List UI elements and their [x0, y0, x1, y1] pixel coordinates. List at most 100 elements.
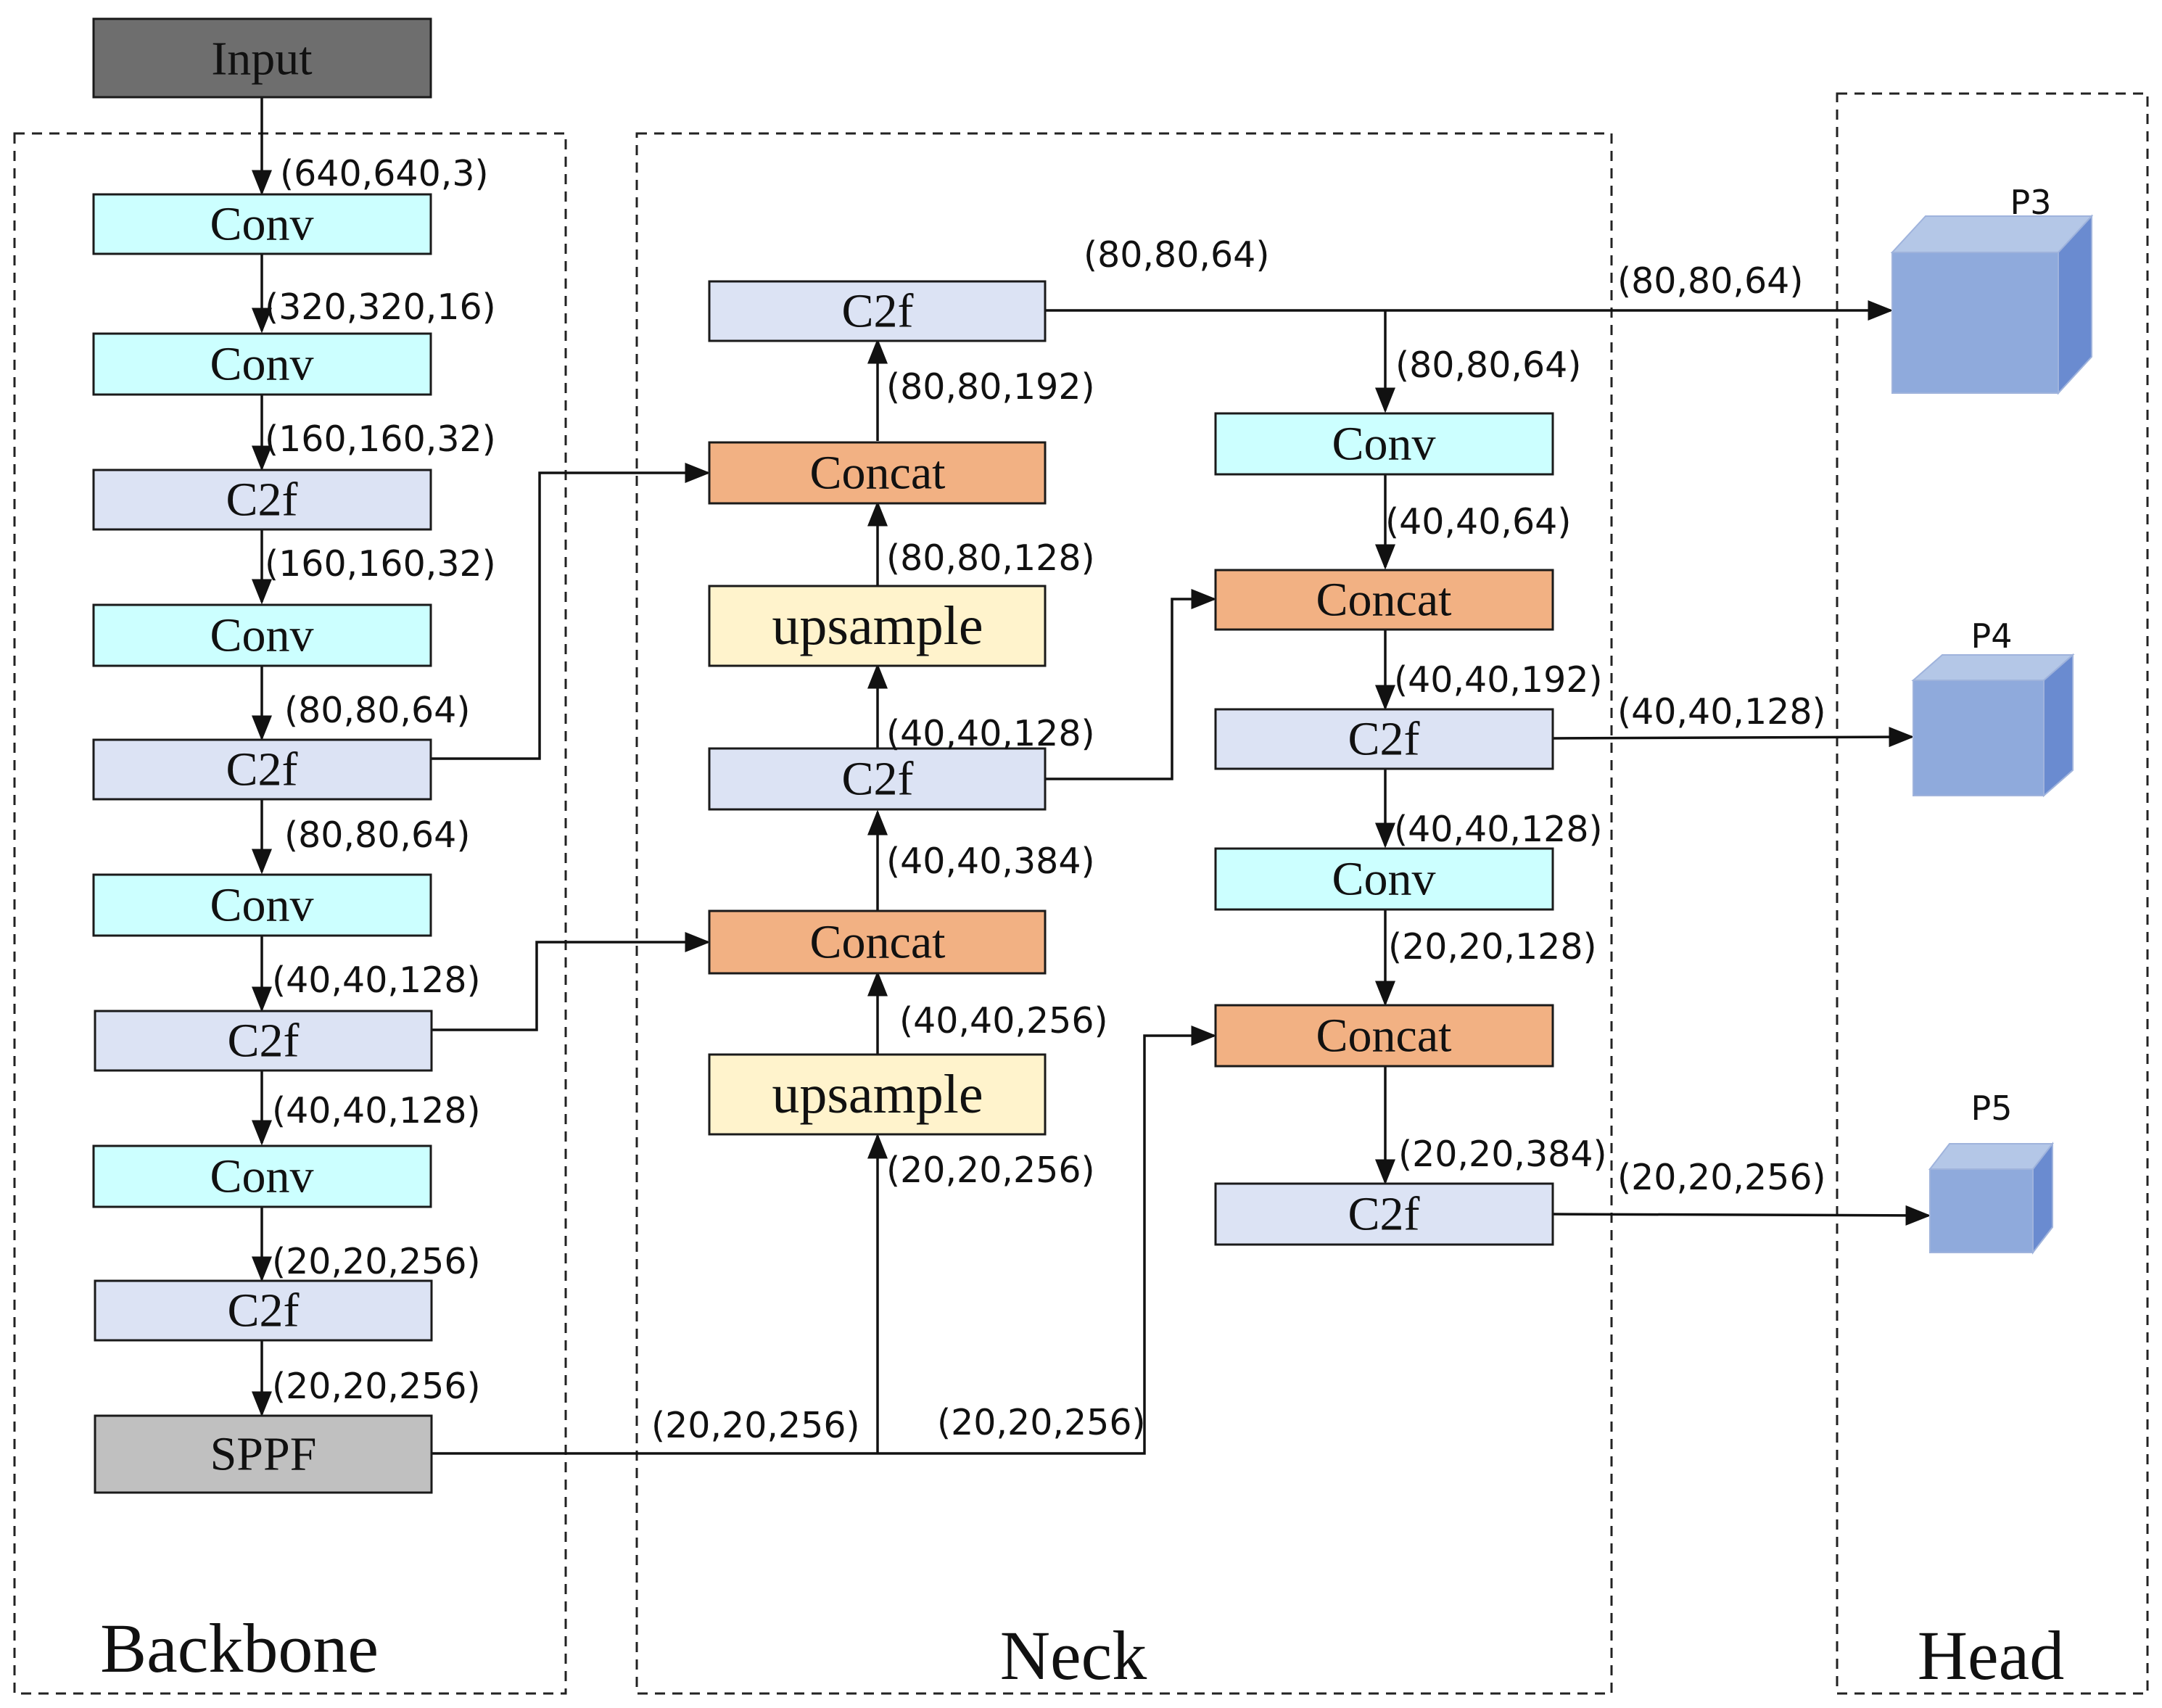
sppf-node: SPPF	[94, 1414, 433, 1494]
conv-node: Conv	[92, 332, 432, 396]
dim-label: (80,80,192)	[886, 366, 1095, 408]
edge-c2f2-concat1	[432, 463, 711, 760]
c2f-box	[94, 1279, 433, 1342]
conv-node: Conv	[1214, 412, 1554, 476]
dim-label: (80,80,64)	[284, 814, 470, 856]
c2f-box	[1214, 708, 1554, 770]
c2f-box	[708, 747, 1047, 811]
concat-node: Concat	[708, 909, 1047, 975]
concat-box	[708, 441, 1047, 505]
c2f-node: C2f	[94, 1279, 433, 1342]
conv-label: Conv	[210, 879, 313, 932]
c2f-label: C2f	[1348, 1188, 1420, 1241]
dim-label: (20,20,256)	[272, 1366, 481, 1407]
conv-box	[92, 873, 432, 937]
cube-front-face	[1913, 680, 2045, 796]
c2f-box	[92, 469, 432, 531]
dim-label: (20,20,256)	[651, 1405, 860, 1446]
conv-box	[1214, 412, 1554, 476]
edges	[252, 97, 1931, 1455]
conv-label: Conv	[210, 338, 313, 391]
concat-box	[708, 909, 1047, 975]
dim-label: (40,40,256)	[899, 1000, 1108, 1041]
head-region	[1836, 92, 2149, 1695]
dim-label: (80,80,64)	[284, 690, 470, 731]
head-outputs: P3 P4 P5	[1890, 183, 2094, 1255]
cube-front-face	[1929, 1168, 2034, 1253]
dim-label: (80,80,128)	[886, 537, 1095, 579]
dim-label: (20,20,384)	[1398, 1134, 1607, 1175]
conv-label: Conv	[210, 1150, 313, 1203]
upsample-box	[708, 585, 1047, 667]
c2f-box	[92, 738, 432, 801]
conv-box	[1214, 847, 1554, 911]
c2f-node: C2f	[708, 747, 1047, 811]
conv-label: Conv	[1332, 418, 1435, 471]
concat-label: Concat	[810, 916, 946, 969]
c2f-label: C2f	[842, 753, 914, 806]
dim-label: (20,20,256)	[1617, 1157, 1826, 1198]
p4-label: P4	[1971, 616, 2012, 656]
c2f-node: C2f	[94, 1010, 433, 1072]
c2f-label: C2f	[226, 474, 298, 527]
backbone-region	[13, 132, 567, 1695]
conv-node: Conv	[92, 193, 432, 255]
c2f-box	[1214, 1182, 1554, 1246]
backbone-label: Backbone	[100, 1609, 379, 1687]
dim-label: (40,40,384)	[886, 841, 1095, 882]
dim-label: (20,20,256)	[272, 1241, 481, 1282]
c2f-node: C2f	[1214, 1182, 1554, 1246]
backbone-nodes: Input Conv Conv C2f Conv C2f Conv C2f	[92, 17, 433, 1494]
input-node: Input	[92, 17, 432, 99]
cube-front-face	[1891, 252, 2059, 394]
concat-box	[1214, 569, 1554, 631]
concat-node: Concat	[708, 441, 1047, 505]
input-box	[92, 17, 432, 99]
conv-label: Conv	[210, 198, 313, 251]
edge-c2fmid-r-concat1	[1045, 589, 1217, 780]
region-frames	[13, 92, 2149, 1695]
head-label: Head	[1918, 1617, 2065, 1694]
dim-label: (40,40,128)	[886, 713, 1095, 754]
concat-node: Concat	[1214, 1004, 1554, 1068]
concat-label: Concat	[1316, 574, 1452, 627]
neck-label: Neck	[1000, 1617, 1147, 1694]
dim-label: (40,40,128)	[272, 960, 481, 1001]
dim-label: (40,40,128)	[272, 1090, 481, 1131]
conv-box	[92, 193, 432, 255]
c2f-node: C2f	[708, 280, 1047, 342]
conv-node: Conv	[92, 1144, 432, 1208]
cube-side-face	[2043, 653, 2074, 798]
dim-label: (80,80,64)	[1395, 345, 1581, 386]
concat-label: Concat	[810, 447, 946, 500]
p4-cube-icon	[1911, 653, 2075, 798]
edge-sppf-r-concat2	[878, 1026, 1217, 1455]
c2f-node: C2f	[1214, 708, 1554, 770]
c2f-label: C2f	[1348, 713, 1420, 766]
upsample-label: upsample	[772, 595, 983, 656]
c2f-node: C2f	[92, 738, 432, 801]
dim-label: (160,160,32)	[265, 543, 496, 585]
dim-label: (20,20,256)	[886, 1150, 1095, 1191]
dim-label: (80,80,64)	[1084, 234, 1269, 276]
dim-label: (40,40,128)	[1394, 809, 1603, 850]
upsample-node: upsample	[708, 585, 1047, 667]
sppf-box	[94, 1414, 433, 1494]
c2f-label: C2f	[228, 1015, 300, 1068]
upsample-label: upsample	[772, 1064, 983, 1125]
dim-label: (20,20,256)	[937, 1402, 1146, 1443]
cube-top-face	[1928, 1143, 2055, 1170]
conv-box	[92, 1144, 432, 1208]
neck-right-nodes: Conv Concat C2f Conv Concat C2f	[1214, 412, 1554, 1246]
dim-label: (640,640,3)	[280, 153, 489, 194]
dimension-labels: (640,640,3) (320,320,16) (160,160,32) (1…	[265, 153, 1826, 1446]
sppf-label: SPPF	[210, 1428, 317, 1481]
conv-box	[92, 332, 432, 396]
c2f-label: C2f	[228, 1284, 300, 1337]
conv-label: Conv	[1332, 853, 1435, 906]
neck-center-nodes: C2f Concat upsample C2f Concat upsample	[708, 280, 1047, 1136]
c2f-box	[94, 1010, 433, 1072]
dim-label: (80,80,64)	[1617, 260, 1803, 302]
upsample-node: upsample	[708, 1053, 1047, 1136]
